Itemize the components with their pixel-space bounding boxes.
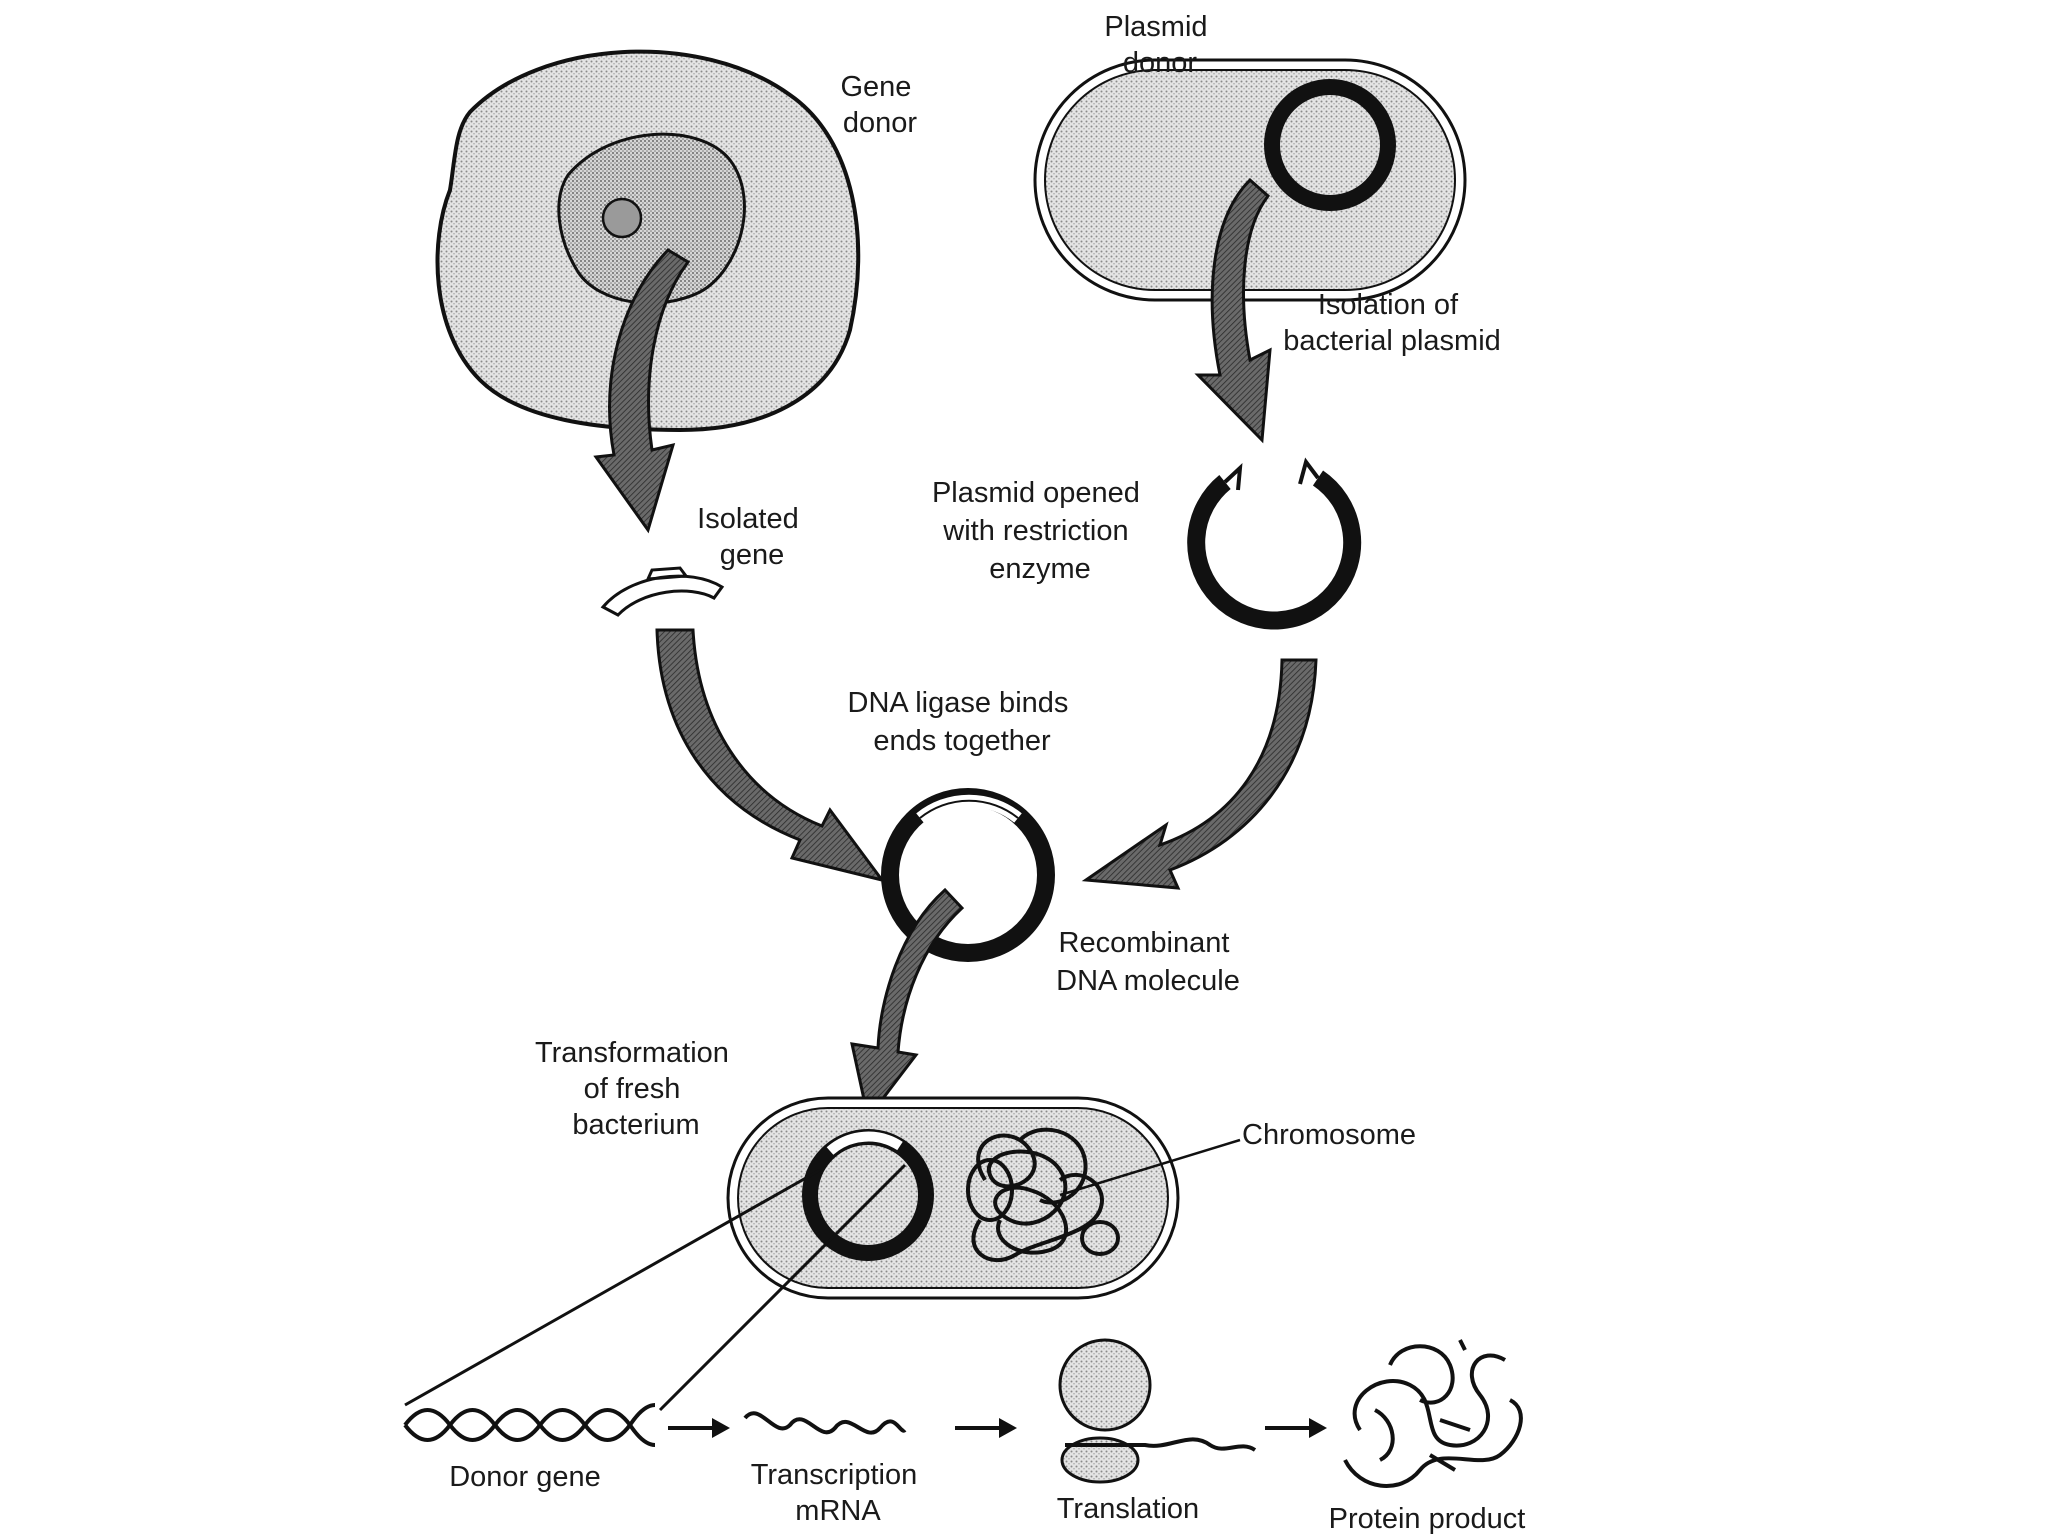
nucleolus [601,197,643,239]
expansion-line-right [658,1163,907,1412]
label-plasmid-donor: Plasmid donor [1104,11,1215,79]
label-recombinant-dna: Recombinant DNA molecule [1056,927,1240,997]
label-transcription: Transcription mRNA [751,1459,926,1527]
label-isolation-of-plasmid: Isolation of bacterial plasmid [1283,289,1501,357]
protein-product-coil [1343,1339,1523,1488]
chromosome-pointer [1059,1138,1241,1197]
arrow-small-1 [668,1418,730,1438]
arrow-gene-isolation [593,248,691,534]
label-protein-product: Protein product [1329,1503,1526,1535]
isolated-gene-fragment [600,566,725,617]
label-transformation: Transformation of fresh bacterium [535,1037,737,1141]
arrow-plasmid-to-recombinant [1081,658,1318,890]
label-chromosome: Chromosome [1242,1119,1416,1151]
label-donor-gene: Donor gene [449,1461,601,1493]
recombinant-plasmid [881,788,1055,962]
chromosome-coil [966,1127,1120,1262]
label-translation: Translation [1057,1493,1199,1525]
label-dna-ligase: DNA ligase binds ends together [848,687,1077,757]
arrow-small-3 [1265,1418,1327,1438]
mrna-strand [743,1411,907,1435]
label-gene-donor: Gene donor [840,71,919,139]
arrow-gene-to-recombinant [655,628,886,883]
gene-donor-cell [435,49,861,433]
expansion-line-left [404,1168,821,1407]
plasmid-circle [1264,79,1396,211]
ribosome [1058,1338,1257,1484]
label-plasmid-opened: Plasmid opened with restriction enzyme [932,477,1148,585]
opened-plasmid [1187,457,1362,630]
arrow-plasmid-isolation [1194,177,1272,444]
donor-gene-helix [403,1403,656,1447]
bacterium-plasmid [802,1129,934,1261]
label-isolated-gene: Isolated gene [697,503,807,571]
fresh-bacterium [726,1096,1241,1300]
arrow-small-2 [955,1418,1017,1438]
